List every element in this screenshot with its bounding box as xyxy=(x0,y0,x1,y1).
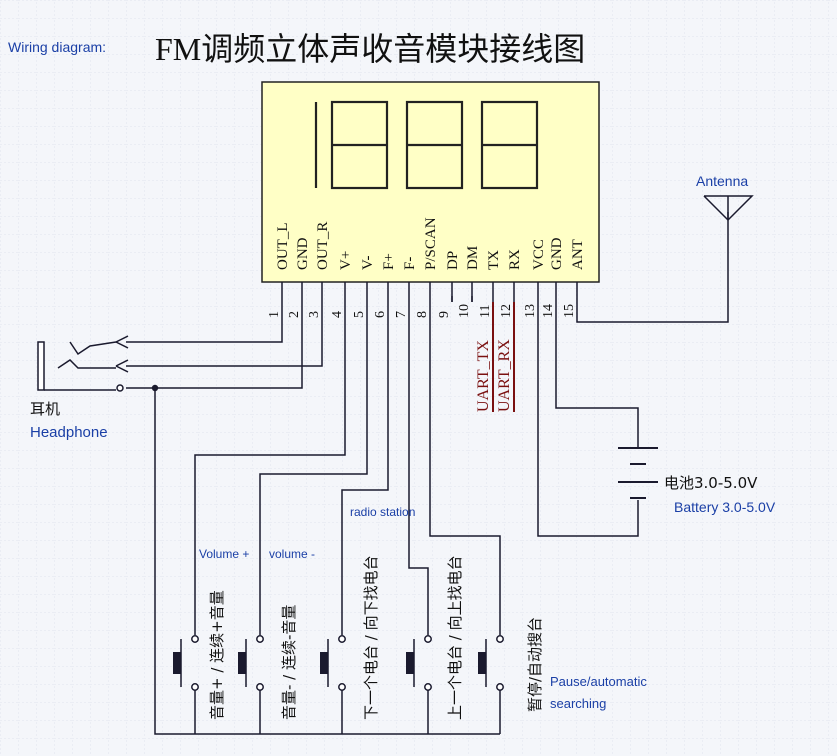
uart-wires xyxy=(492,302,515,412)
antenna-label: Antenna xyxy=(696,173,748,189)
ground-bus xyxy=(154,388,500,735)
button-5-label-en-line2: searching xyxy=(550,696,606,711)
pin-number-11: 11 xyxy=(478,305,493,318)
pin-number-12: 12 xyxy=(499,304,514,318)
pin-number-7: 7 xyxy=(394,311,409,318)
page-title: FM调频立体声收音模块接线图 xyxy=(155,31,585,67)
pin-label-2: GND xyxy=(295,237,311,270)
button-2-label-cn: 音量- / 连续-音量 xyxy=(280,605,298,720)
wire-ant xyxy=(576,212,729,323)
pin-label-5: V- xyxy=(360,256,376,270)
pin-number-2: 2 xyxy=(287,311,302,318)
digit-3 xyxy=(405,100,464,190)
pin-number-9: 9 xyxy=(437,311,452,318)
antenna-icon xyxy=(703,195,754,222)
pin-number-6: 6 xyxy=(373,311,388,318)
wire-f-plus xyxy=(341,302,389,635)
pin-number-13: 13 xyxy=(523,304,538,318)
uart-rx-label: UART_RX xyxy=(496,339,513,412)
push-button-3 xyxy=(320,635,346,691)
pin-label-15: ANT xyxy=(570,239,586,270)
pin-label-6: F+ xyxy=(381,253,397,270)
push-button-2 xyxy=(238,635,264,691)
pin-number-10: 10 xyxy=(457,304,472,318)
headphone-label-en: Headphone xyxy=(30,424,108,441)
button-5-label-en-line1: Pause/automatic xyxy=(550,674,647,689)
digit-2 xyxy=(330,100,389,190)
pin-number-4: 4 xyxy=(330,311,345,318)
button-2-label-en: volume - xyxy=(269,547,315,561)
button-1-label-en: Volume + xyxy=(199,547,249,561)
battery-label-cn: 电池3.0-5.0V xyxy=(664,474,758,492)
button-4-label-cn: 上一个电台 / 向上找电台 xyxy=(446,555,464,720)
wire-out-r xyxy=(126,302,323,367)
pin-number-15: 15 xyxy=(562,304,577,318)
battery-icon xyxy=(618,447,658,499)
headphone-jack-icon xyxy=(37,335,129,392)
pin-label-3: OUT_R xyxy=(315,222,331,270)
pin-label-7: F- xyxy=(402,257,418,270)
push-button-5 xyxy=(478,635,504,691)
pin-number-14: 14 xyxy=(541,304,556,318)
pin-number-8: 8 xyxy=(415,311,430,318)
pin-number-5: 5 xyxy=(352,311,367,318)
wire-f-minus xyxy=(408,302,429,635)
wire-out-l xyxy=(126,302,283,343)
fm-module xyxy=(261,81,600,283)
pin-label-12: RX xyxy=(507,249,523,270)
digit-4 xyxy=(480,100,539,190)
wire-v-plus xyxy=(194,302,346,635)
pin-label-9: DP xyxy=(445,251,461,270)
pin-label-11: TX xyxy=(486,250,502,270)
pin-number-1: 1 xyxy=(267,311,282,318)
headphone-label-cn: 耳机 xyxy=(30,400,60,418)
uart-tx-label: UART_TX xyxy=(475,340,492,412)
wire-gnd-battery xyxy=(537,302,639,537)
pin-label-8: P/SCAN xyxy=(423,217,439,270)
seven-segment-display xyxy=(314,100,539,190)
push-buttons xyxy=(173,635,504,691)
button-1-label-cn: 音量+ / 连续+音量 xyxy=(208,590,226,720)
push-button-1 xyxy=(173,635,199,691)
wire-gnd-headphone xyxy=(126,302,303,389)
button-3-label-cn: 下一个电台 / 向下找电台 xyxy=(362,555,380,720)
pin-label-14: GND xyxy=(549,237,565,270)
wire-v-minus xyxy=(259,302,368,635)
pin-number-3: 3 xyxy=(307,311,322,318)
header-label: Wiring diagram: xyxy=(8,39,106,55)
pin-label-4: V+ xyxy=(338,251,354,270)
pin-label-1: OUT_L xyxy=(275,223,291,271)
pin-stubs xyxy=(281,282,578,302)
ground-junction xyxy=(151,384,159,392)
battery-label-en: Battery 3.0-5.0V xyxy=(674,499,776,515)
button-5-label-cn: 暂停/自动搜台 xyxy=(526,617,544,712)
push-button-4 xyxy=(406,635,432,691)
wires xyxy=(126,212,729,735)
pin-label-10: DM xyxy=(465,246,481,270)
wire-p-scan xyxy=(429,302,501,635)
wire-vcc xyxy=(555,302,639,448)
pin-label-13: VCC xyxy=(531,239,547,270)
button-3-label-en: radio station xyxy=(350,505,415,519)
button-5-label-en: Pause/automatic searching xyxy=(550,674,650,711)
